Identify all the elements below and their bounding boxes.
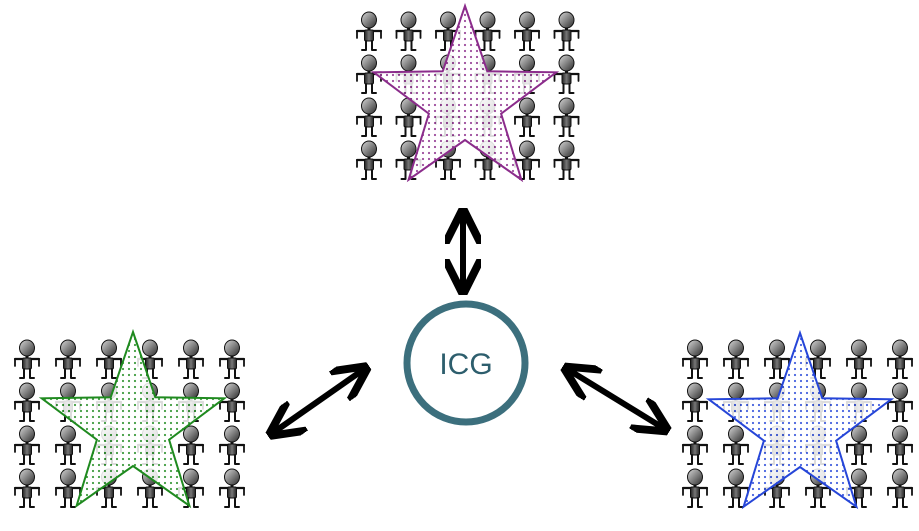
person-icon — [13, 467, 41, 509]
person-icon — [355, 139, 383, 181]
person-icon — [722, 424, 750, 466]
double-arrow-icon — [572, 372, 660, 426]
person-icon — [845, 424, 873, 466]
star-icon — [370, 2, 560, 183]
person-icon — [553, 96, 580, 138]
person-icon — [218, 424, 246, 466]
person-icon — [54, 424, 82, 466]
person-icon — [681, 381, 709, 423]
person-icon — [553, 139, 580, 181]
person-icon — [553, 10, 580, 52]
person-icon — [681, 424, 709, 466]
person-icon — [886, 467, 914, 509]
person-icon — [395, 10, 422, 52]
person-icon — [177, 424, 205, 466]
icg-hub-circle — [403, 300, 529, 426]
hub-label: ICG — [439, 348, 492, 381]
person-icon — [722, 338, 750, 380]
person-icon — [845, 338, 873, 380]
person-icon — [218, 338, 246, 380]
person-icon — [95, 338, 123, 380]
person-icon — [355, 10, 383, 52]
person-icon — [13, 381, 41, 423]
person-icon — [886, 381, 914, 423]
person-icon — [886, 424, 914, 466]
person-icon — [553, 53, 580, 95]
person-icon — [681, 467, 709, 509]
person-icon — [513, 96, 541, 138]
double-arrow-icon — [277, 372, 360, 430]
person-icon — [177, 338, 205, 380]
person-icon — [218, 467, 246, 509]
person-icon — [54, 467, 82, 509]
person-icon — [681, 338, 709, 380]
star-icon — [705, 329, 895, 510]
person-icon — [886, 338, 914, 380]
person-icon — [218, 381, 246, 423]
person-icon — [13, 424, 41, 466]
person-icon — [54, 338, 82, 380]
person-icon — [355, 96, 383, 138]
person-icon — [13, 338, 41, 380]
person-icon — [513, 10, 541, 52]
star-icon — [38, 328, 228, 509]
person-icon — [763, 338, 791, 380]
